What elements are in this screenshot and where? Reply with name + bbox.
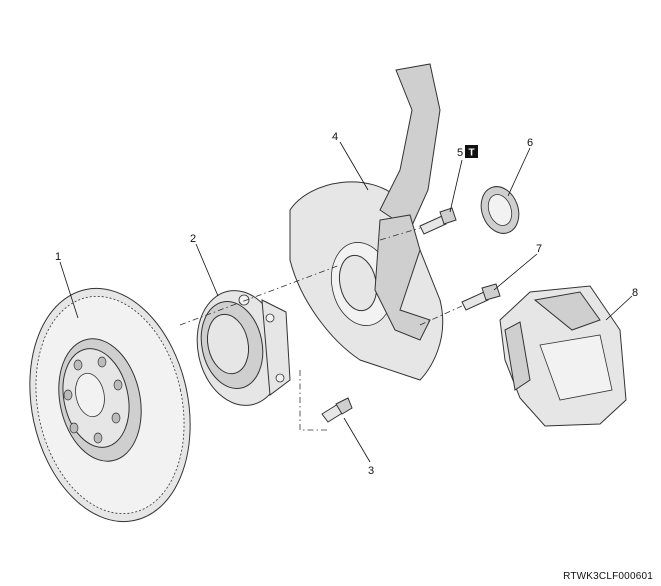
brake-disc [29, 287, 191, 523]
torque-symbol-icon: T [465, 145, 478, 159]
figure-reference-id: RTWK3CLF000601 [563, 571, 653, 582]
callout-2: 2 [190, 233, 196, 245]
callout-1: 1 [55, 251, 61, 263]
hub-bearing-assembly [196, 290, 291, 406]
callout-8: 8 [632, 287, 638, 299]
caliper-bolt [461, 283, 501, 311]
callout-3: 3 [368, 465, 374, 477]
brake-caliper [499, 285, 627, 427]
callout-labels: 1 2 3 4 5 6 7 8 [55, 131, 638, 477]
callout-4: 4 [332, 131, 338, 143]
bolt [419, 207, 457, 235]
assembly-axes [179, 227, 463, 431]
callout-5: 5 [457, 147, 463, 159]
hub-bolt [321, 397, 353, 423]
leader-lines [59, 141, 633, 463]
torque-symbol-text: T [468, 148, 474, 159]
knuckle-dust-cover [289, 63, 444, 381]
callout-7: 7 [536, 243, 542, 255]
callout-6: 6 [527, 137, 533, 149]
seal [480, 186, 520, 234]
disc-bolt-holes [63, 356, 123, 444]
